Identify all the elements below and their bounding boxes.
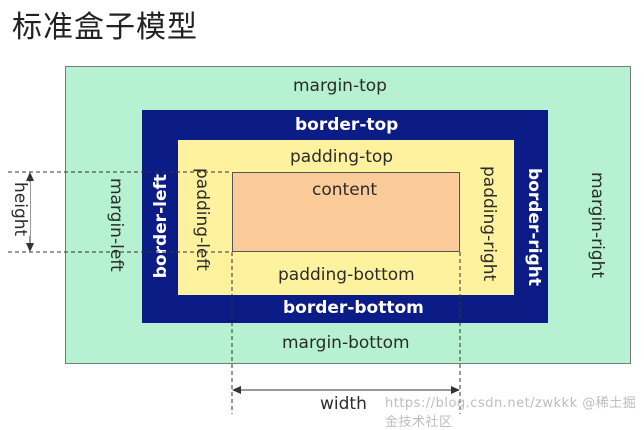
padding-top-label: padding-top — [290, 147, 394, 167]
content-box — [232, 172, 460, 252]
width-arrow-head-left — [232, 386, 241, 394]
margin-top-label: margin-top — [293, 76, 387, 96]
watermark: https://blog.csdn.net/zwkkk @稀土掘金技术社区 — [385, 396, 637, 430]
width-label: width — [320, 394, 367, 414]
margin-right-label: margin-right — [587, 172, 607, 279]
diagram-title: 标准盒子模型 — [12, 10, 198, 45]
dimension-lines — [8, 171, 461, 414]
height-arrow-head-bottom — [26, 243, 34, 252]
border-bottom-label: border-bottom — [283, 298, 424, 318]
content-label: content — [312, 180, 378, 200]
margin-left-label: margin-left — [106, 178, 126, 272]
height-label: height — [10, 182, 30, 237]
border-top-label: border-top — [295, 115, 399, 135]
margin-bottom-label: margin-bottom — [282, 333, 410, 353]
border-right-label: border-right — [524, 168, 544, 286]
padding-right-label: padding-right — [479, 166, 499, 282]
height-arrow-head-top — [26, 172, 34, 181]
padding-bottom-label: padding-bottom — [278, 265, 415, 285]
width-arrow-head-right — [451, 386, 460, 394]
padding-left-label: padding-left — [192, 168, 212, 271]
